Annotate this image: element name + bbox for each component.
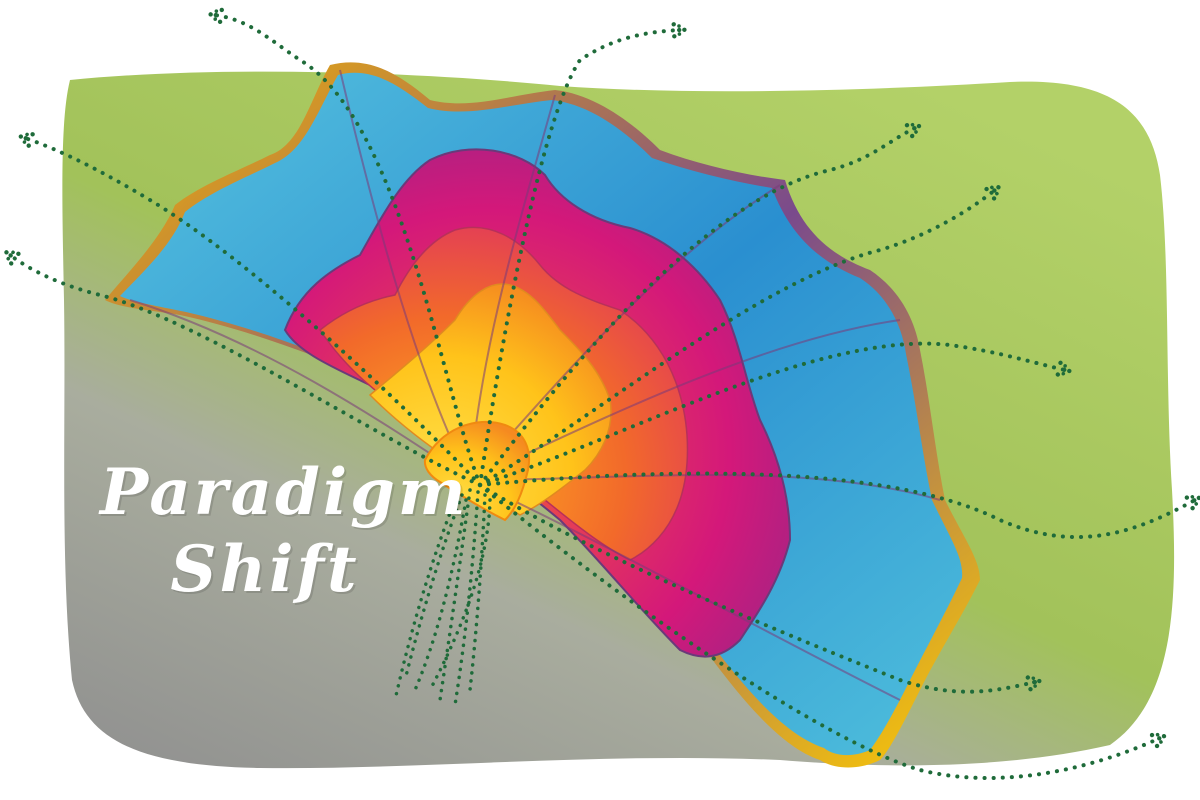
fan-center-cone (423, 420, 530, 522)
dotted-arrows (4, 7, 1200, 780)
dotted-arrow-icon (478, 185, 1001, 487)
dotted-drip-line (393, 498, 457, 702)
dotted-arrow-icon (18, 132, 482, 487)
dotted-arrow-icon (478, 341, 1072, 487)
dotted-drip-line (428, 498, 492, 692)
dotted-arrow-icon (478, 122, 922, 487)
dotted-arrow-icon (4, 250, 482, 487)
dotted-arrow-icon (478, 22, 687, 487)
dotted-arrow-icon (478, 483, 1167, 780)
dotted-drip-line (438, 488, 472, 702)
dotted-drip-line (468, 493, 487, 692)
dotted-arrow-icon (208, 7, 482, 487)
dotted-drip-line (403, 493, 464, 682)
dotted-drip-line (413, 498, 468, 692)
dotted-drips (393, 488, 492, 707)
dotted-arrow-icon (478, 471, 1200, 540)
